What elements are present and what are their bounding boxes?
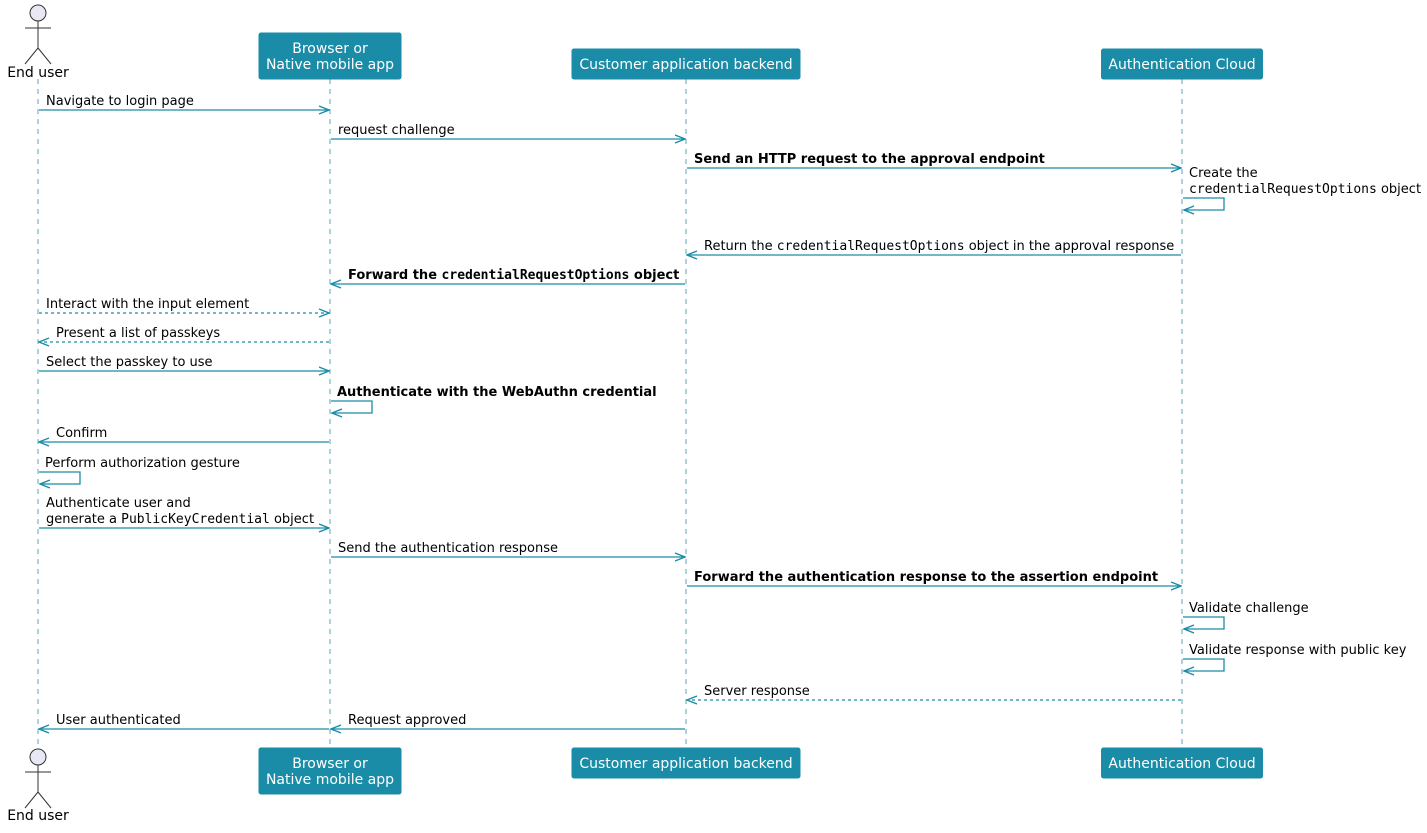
participant-box (1101, 48, 1263, 80)
message-label: Perform authorization gesture (45, 456, 240, 471)
participant-cloud-bottom: Authentication Cloud (1101, 747, 1263, 779)
actor-user-bottom: End user (7, 748, 69, 824)
actor-user-top: End user (7, 4, 69, 81)
participant-label: Authentication Cloud (1108, 57, 1255, 73)
message-7: Interact with the input element (39, 297, 329, 313)
message-1: Navigate to login page (39, 94, 329, 110)
message-label: Authenticate user and (46, 496, 191, 511)
actor-head-icon (29, 748, 47, 766)
message-label: Server response (704, 684, 810, 699)
participant-label: Native mobile app (266, 772, 394, 788)
message-19: User authenticated (39, 713, 329, 729)
participant-box (258, 747, 402, 795)
message-label: Validate response with public key (1189, 643, 1407, 658)
participant-label: Browser or (292, 756, 368, 772)
message-10: Authenticate with the WebAuthn credentia… (331, 385, 657, 413)
message-label: credentialRequestOptions object (1189, 182, 1421, 197)
message-label: Create the (1189, 166, 1258, 181)
message-20: Request approved (331, 713, 685, 729)
message-12: Perform authorization gesture (39, 456, 240, 484)
message-11: Confirm (39, 426, 329, 442)
participant-backend-bottom: Customer application backend (571, 747, 801, 779)
message-label: Navigate to login page (46, 94, 194, 109)
message-16: Validate challenge (1183, 601, 1309, 629)
participant-box (1101, 747, 1263, 779)
participant-label: Customer application backend (579, 756, 792, 772)
message-label: request challenge (338, 123, 455, 138)
message-label: Request approved (348, 713, 466, 728)
message-3: Send an HTTP request to the approval end… (687, 152, 1181, 168)
message-5: Return the credentialRequestOptions obje… (687, 239, 1181, 255)
participant-cloud-top: Authentication Cloud (1101, 48, 1263, 80)
message-14: Send the authentication response (331, 541, 685, 557)
message-label: User authenticated (56, 713, 181, 728)
message-label: Select the passkey to use (46, 355, 213, 370)
participant-label: Authentication Cloud (1108, 756, 1255, 772)
message-label: Validate challenge (1189, 601, 1309, 616)
participant-box (571, 747, 801, 779)
message-label: Forward the credentialRequestOptions obj… (348, 268, 679, 283)
participant-box (258, 32, 402, 80)
message-label: Return the credentialRequestOptions obje… (704, 239, 1174, 254)
actor-label: End user (7, 65, 69, 81)
participant-label: Browser or (292, 41, 368, 57)
participant-label: Customer application backend (579, 57, 792, 73)
self-message-arrow (1183, 658, 1225, 671)
self-message-arrow (1183, 197, 1225, 210)
participant-backend-top: Customer application backend (571, 48, 801, 80)
message-label: Confirm (56, 426, 107, 441)
message-2: request challenge (331, 123, 685, 139)
message-label: Forward the authentication response to t… (694, 570, 1158, 585)
message-17: Validate response with public key (1183, 643, 1407, 671)
message-6: Forward the credentialRequestOptions obj… (331, 268, 685, 284)
message-label: Send an HTTP request to the approval end… (694, 152, 1045, 167)
actor-label: End user (7, 808, 69, 824)
message-label: Authenticate with the WebAuthn credentia… (337, 385, 657, 400)
participant-label: Native mobile app (266, 57, 394, 73)
message-label: Present a list of passkeys (56, 326, 220, 341)
message-8: Present a list of passkeys (39, 326, 329, 342)
self-message-arrow (1183, 616, 1225, 629)
message-label: Send the authentication response (338, 541, 558, 556)
message-9: Select the passkey to use (39, 355, 329, 371)
self-message-arrow (331, 400, 373, 413)
message-15: Forward the authentication response to t… (687, 570, 1181, 586)
message-label: Interact with the input element (46, 297, 249, 312)
message-label: generate a PublicKeyCredential object (46, 512, 314, 527)
actor-head-icon (29, 4, 47, 22)
participant-box (571, 48, 801, 80)
self-message-arrow (39, 471, 81, 484)
message-18: Server response (687, 684, 1181, 700)
